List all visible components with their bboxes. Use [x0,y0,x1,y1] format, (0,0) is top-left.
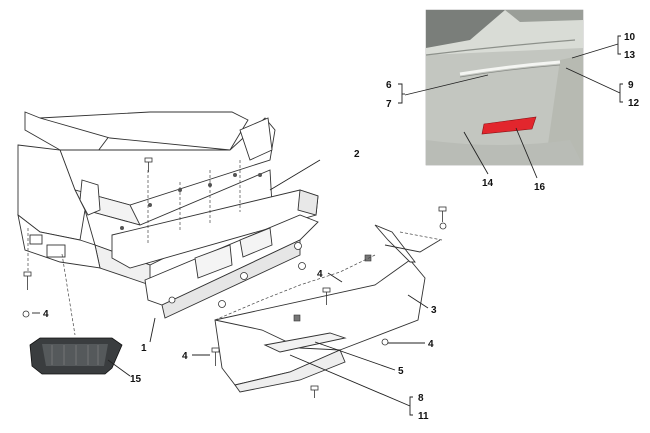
callout-bracket-9-12: 9 12 [619,80,640,109]
callout-9: 9 [628,80,634,91]
small-washers [22,222,447,346]
callout-3: 3 [431,305,437,316]
callout-8: 8 [418,393,424,404]
callout-bracket-10-13: 10 13 [617,32,636,61]
callout-10: 10 [624,32,636,43]
inset-photo [404,9,621,179]
callout-6: 6 [386,80,392,91]
callout-2: 2 [354,149,360,160]
screw-bottom [310,385,319,398]
fastener-nuts [168,242,306,308]
screw-top [144,157,153,172]
assembly-guide-lines [27,160,443,336]
callout-4-left: 4 [43,309,49,320]
callout-4-middle: 4 [317,269,323,280]
reflector-module [29,337,131,377]
callout-15: 15 [130,374,142,385]
screw-mid [322,287,331,305]
bumper-reinforcement-bar [144,214,319,343]
callout-4-right: 4 [428,339,434,350]
callout-16: 16 [534,182,546,193]
callout-13: 13 [624,50,636,61]
screw-right-top [438,206,447,222]
impact-absorber-upper [111,159,321,269]
callout-bracket-8-11: 8 11 [409,393,429,422]
callout-bracket-6-7: 6 7 [386,80,405,110]
callout-12: 12 [628,98,640,109]
callout-5: 5 [398,366,404,377]
screws [23,157,447,398]
leader-lines [32,272,429,407]
callout-7: 7 [386,99,392,110]
callout-11: 11 [418,411,429,422]
callout-14: 14 [482,178,494,189]
rear-reflector [481,116,537,135]
screw-bottom-left [211,347,220,366]
rear-bumper-cover [214,224,441,393]
chrome-strip [459,60,561,76]
screw-left [23,271,32,290]
callout-4-bottom-left: 4 [182,351,188,362]
bumper-lower-trim [263,332,347,353]
callout-1: 1 [141,343,147,354]
